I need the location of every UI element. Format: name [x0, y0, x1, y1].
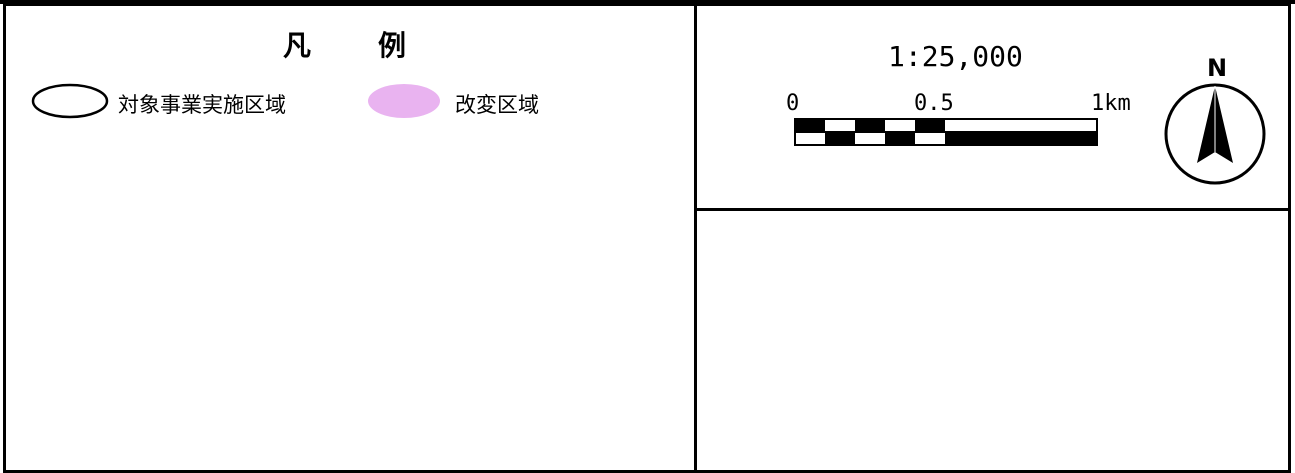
legend-label-alteration-area: 改変区域 [455, 93, 539, 117]
scale-seg [795, 119, 825, 132]
scale-tick-half: 0.5 [914, 91, 954, 116]
legend-title-right: 例 [378, 29, 407, 62]
legend-label-project-area: 対象事業実施区域 [118, 93, 286, 117]
legend-symbol-project-area [31, 83, 109, 119]
map-top-edge [0, 0, 1295, 4]
scale-seg [915, 119, 945, 132]
scale-ratio: 1:25,000 [888, 40, 1023, 73]
scale-tick-0: 0 [786, 91, 800, 116]
legend-symbol-alteration-area [368, 84, 440, 118]
north-letter: N [1207, 54, 1228, 82]
blank-panel [694, 208, 1291, 473]
scale-seg [825, 132, 855, 145]
legend-panel [3, 3, 697, 473]
legend-title-left: 凡 [283, 29, 312, 62]
scale-seg [945, 132, 1097, 145]
scale-tick-1km: 1km [1091, 91, 1131, 116]
scale-bar [794, 118, 1098, 146]
north-arrow-icon [1164, 83, 1266, 185]
scale-seg [885, 132, 915, 145]
scale-seg [855, 119, 885, 132]
